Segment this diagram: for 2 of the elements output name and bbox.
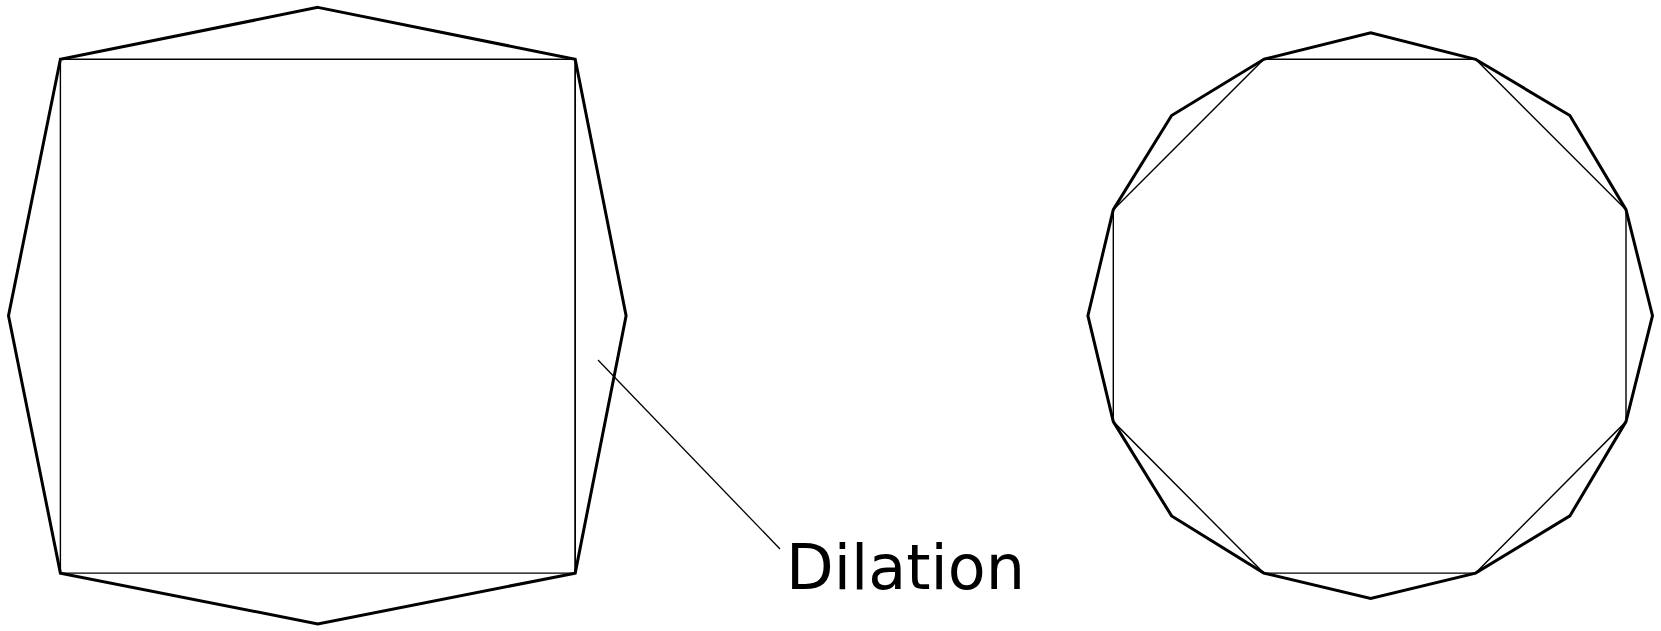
part-label: Dilation <box>786 537 1025 599</box>
leader-line <box>597 359 781 550</box>
